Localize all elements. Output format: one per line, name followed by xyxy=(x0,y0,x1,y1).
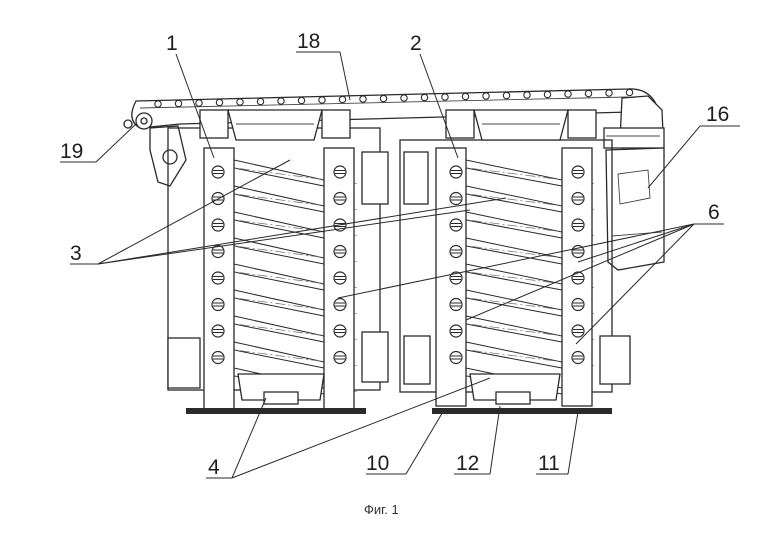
chain-links xyxy=(154,88,634,108)
right-hopper xyxy=(473,109,569,141)
label-4: 4 xyxy=(208,456,220,479)
leader-lines xyxy=(60,51,740,479)
label-6: 6 xyxy=(708,201,720,224)
left-hopper xyxy=(227,109,323,141)
label-3: 3 xyxy=(70,242,82,265)
label-12: 12 xyxy=(456,452,479,475)
label-19: 19 xyxy=(60,140,83,163)
drive-motor xyxy=(603,127,665,271)
figure-caption: Фиг. 1 xyxy=(364,502,399,517)
left-base-plate xyxy=(186,408,366,414)
module-left xyxy=(167,109,389,414)
label-16: 16 xyxy=(706,103,729,126)
label-1: 1 xyxy=(166,32,178,55)
label-10: 10 xyxy=(366,452,389,475)
label-18: 18 xyxy=(297,30,320,53)
label-2: 2 xyxy=(410,32,422,55)
module-right xyxy=(399,109,631,414)
label-11: 11 xyxy=(538,452,560,475)
right-base-plate xyxy=(432,408,612,414)
